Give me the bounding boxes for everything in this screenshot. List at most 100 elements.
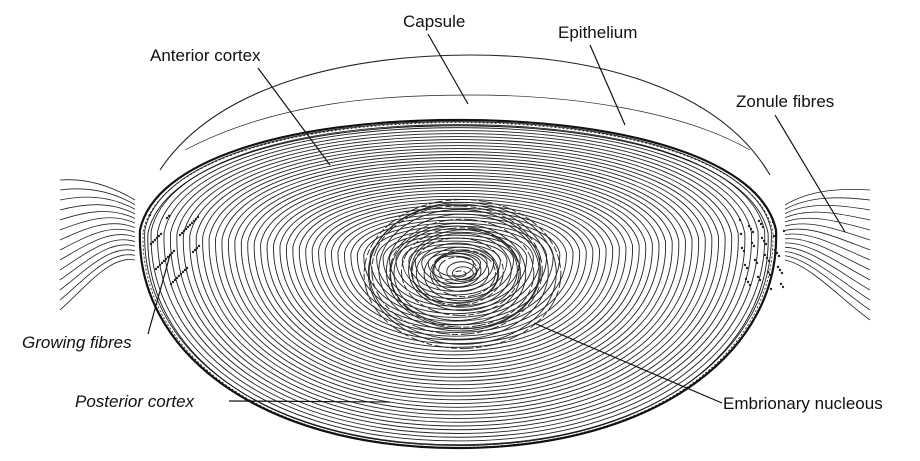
zonule-left [60, 189, 135, 205]
growing-fibre-dot [765, 243, 767, 245]
zonule-left [60, 218, 135, 230]
growing-fibre-dot [750, 228, 752, 230]
leader-capsule [428, 34, 468, 104]
growing-fibre-dot [780, 283, 782, 285]
growing-fibre-dot [769, 274, 771, 276]
growing-fibre-dot [154, 239, 156, 241]
growing-fibre-dot [170, 283, 172, 285]
growing-fibre-dot [751, 242, 753, 244]
growing-fibre-dot [744, 264, 746, 266]
growing-fibre-dot [174, 279, 176, 281]
growing-fibre-dot [184, 269, 186, 271]
growing-fibre-dot [778, 255, 780, 257]
growing-fibre-dot [753, 245, 755, 247]
growing-fibre-dot [157, 266, 159, 268]
growing-fibre-dot [194, 249, 196, 251]
growing-fibre-dot [179, 234, 181, 236]
growing-fibre-dot [196, 247, 198, 249]
growing-fibre-dot [746, 267, 748, 269]
growing-fibre-dot [740, 233, 742, 235]
label-zonule-fibres: Zonule fibres [736, 93, 834, 110]
growing-fibre-dot [747, 281, 749, 283]
growing-fibre-dot [752, 231, 754, 233]
nucleus-whorl [434, 254, 481, 287]
label-posterior-cortex: Posterior cortex [75, 393, 194, 410]
label-growing-fibres: Growing fibres [22, 334, 132, 351]
fibre-ring [325, 205, 586, 340]
fibre-ring [209, 152, 705, 408]
growing-fibre-dot [783, 230, 785, 232]
leader-embrionary-nucleous [534, 323, 722, 403]
leader-epithelium [590, 45, 625, 125]
growing-fibre-dot [777, 266, 779, 268]
growing-fibre-dot [152, 241, 154, 243]
growing-fibre-dot [749, 284, 751, 286]
growing-fibre-dot [762, 226, 764, 228]
label-capsule: Capsule [403, 13, 465, 30]
growing-fibre-dot [176, 277, 178, 279]
growing-fibre-dot [768, 260, 770, 262]
nucleus-whorl [433, 252, 489, 292]
zonule-right [785, 247, 870, 290]
growing-fibre-dot [772, 221, 774, 223]
epithelium-line [148, 126, 768, 446]
growing-fibre-dot [155, 268, 157, 270]
label-epithelium: Epithelium [558, 24, 637, 41]
growing-fibre-dot [773, 235, 775, 237]
growing-fibre-dot [159, 264, 161, 266]
zonule-right [785, 252, 870, 300]
growing-fibre-dot [163, 260, 165, 262]
growing-fibre-dot [189, 224, 191, 226]
growing-fibre-dot [186, 267, 188, 269]
nucleus-whorl [424, 247, 498, 301]
growing-fibre-dot [760, 223, 762, 225]
growing-fibre-dot [745, 278, 747, 280]
growing-fibre-dot [767, 271, 769, 273]
growing-fibre-dot [741, 247, 743, 249]
growing-fibre-dot [779, 269, 781, 271]
zonule-left [60, 205, 135, 214]
growing-fibre-dot [195, 218, 197, 220]
growing-fibre-dot [165, 258, 167, 260]
zonule-right [785, 260, 870, 320]
growing-fibre-dot [748, 225, 750, 227]
growing-fibre-dot [172, 281, 174, 283]
growing-fibre-dot [180, 273, 182, 275]
label-anterior-cortex: Anterior cortex [150, 47, 261, 64]
growing-fibre-dot [781, 272, 783, 274]
growing-fibre-dot [763, 240, 765, 242]
growing-fibre-dot [191, 222, 193, 224]
label-embrionary-nucleous: Embrionary nucleous [723, 395, 883, 412]
growing-fibre-dot [197, 216, 199, 218]
growing-fibre-dot [149, 214, 151, 216]
growing-fibre-dot [158, 235, 160, 237]
zonule-left [60, 255, 135, 300]
growing-fibre-dot [150, 243, 152, 245]
growing-fibre-dot [178, 275, 180, 277]
growing-fibre-dot [166, 217, 168, 219]
growing-fibre-dot [758, 220, 760, 222]
growing-fibre-dot [782, 286, 784, 288]
growing-fibre-dot [171, 252, 173, 254]
growing-fibre-dot [185, 228, 187, 230]
nucleus-whorl [452, 267, 473, 280]
zonule-left [60, 259, 135, 310]
growing-fibre-dot [187, 226, 189, 228]
growing-fibre-dot [774, 249, 776, 251]
growing-fibre-dot [160, 233, 162, 235]
growing-fibre-dot [156, 237, 158, 239]
growing-fibre-dot [173, 250, 175, 252]
growing-fibre-dot [770, 288, 772, 290]
growing-fibre-dot [756, 262, 758, 264]
growing-fibre-dot [198, 245, 200, 247]
growing-fibre-dot [181, 232, 183, 234]
zonule-left [60, 250, 135, 290]
growing-fibre-dot [182, 271, 184, 273]
growing-fibre-dot [754, 259, 756, 261]
growing-fibre-dot [739, 219, 741, 221]
growing-fibre-dot [193, 220, 195, 222]
growing-fibre-dot [764, 254, 766, 256]
leader-zonule-fibres [775, 115, 845, 232]
growing-fibre-dot [743, 250, 745, 252]
growing-fibre-dot [757, 276, 759, 278]
